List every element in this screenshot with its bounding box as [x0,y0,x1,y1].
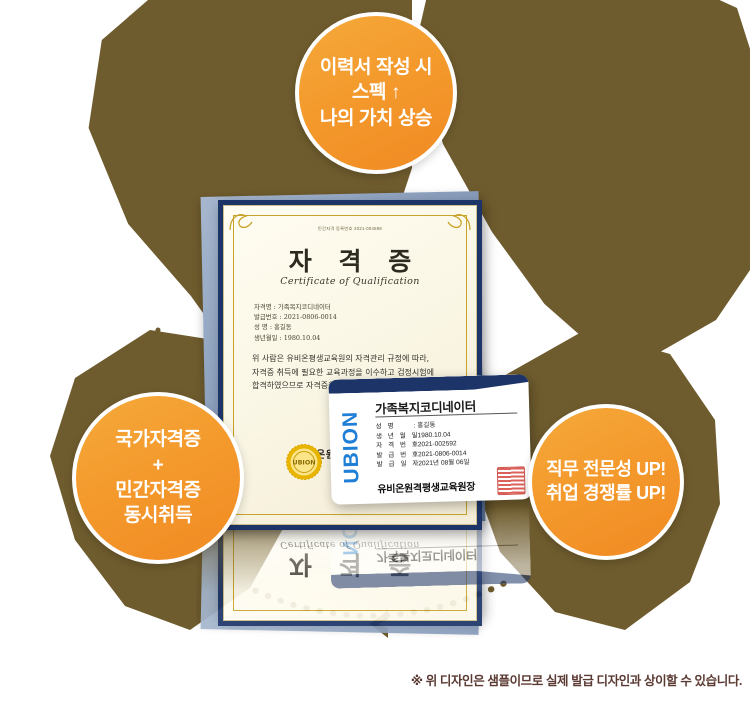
certificate-field: 발급번호 : 2021-0806-0014 [254,313,337,322]
gold-seal-icon: UBION [284,442,324,482]
id-card-field-value: 2021-002592 [417,440,457,449]
id-card-field-value: 1980.10.04 [417,431,451,439]
certificate-field-list: 자격명 : 가족복지코디네이터 발급번호 : 2021-0806-0014 성 … [254,302,337,343]
callout-bubble-resume-value: 이력서 작성 시 스펙 ↑ 나의 가치 상승 [295,12,457,174]
certificate-field: 성 명 : 홍길동 [254,323,292,332]
bubble-line: 국가자격증 [115,429,201,451]
certificate-registration-number: 민간자격 등록번호 2021-004598 [317,226,383,231]
svg-text:UBION: UBION [292,459,315,467]
id-card-field-value: 홍길동 [417,421,436,430]
id-card-field-value: 2021-0806-0014 [417,449,467,459]
certificate-field: 생년월일 : 1980.10.04 [254,333,321,342]
id-card-field-value: 2021년 08월 06일 [418,459,470,468]
callout-bubble-career-up: 직무 전문성 UP! 취업 경쟁률 UP! [528,404,684,560]
certificate-title: 자 격 증 [288,247,421,276]
bubble-line: 민간자격증 [115,480,201,501]
gold-ornament-icon [446,210,472,232]
certificate-subtitle: Certificate of Qualification [280,276,420,287]
red-seal-stamp-icon [496,466,526,496]
id-card-brand-logo: UBION [333,397,370,498]
bubble-line: 이력서 작성 시 [319,57,433,79]
bubble-line: 스펙 ↑ [351,82,401,104]
bubble-line: + [152,454,164,476]
id-card-organization: 유비온원격평생교육원장 [377,481,476,496]
callout-bubble-dual-license: 국가자격증 + 민간자격증 동시취득 [72,392,244,564]
certificate-gold-border [233,215,467,515]
id-card: UBION 가족복지코디네이터 성 명: 홍길동 생 년 월 일: 1980.1… [328,374,532,505]
bubble-line: 동시취득 [123,505,193,527]
disclaimer-text: ※ 위 디자인은 샘플이므로 실제 발급 디자인과 상이할 수 있습니다. [410,674,742,688]
id-card-field-list: 성 명: 홍길동 생 년 월 일: 1980.10.04 자 격 번 호: 20… [376,418,523,470]
bubble-line: 나의 가치 상승 [319,107,433,129]
bubble-line: 직무 전문성 UP! [546,459,666,480]
bubble-line: 취업 경쟁률 UP! [546,483,666,503]
certificate-body-text: 위 사람은 유비온평생교육원의 자격관리 규정에 따라, 자격증 취득에 필요한… [252,354,434,390]
id-card-brand-text: UBION [338,410,364,484]
certificate-field: 자격명 : 가족복지코디네이터 [254,303,331,311]
id-card-field-label: 발 급 일 자 [376,460,421,469]
gold-ornament-icon [228,210,254,232]
